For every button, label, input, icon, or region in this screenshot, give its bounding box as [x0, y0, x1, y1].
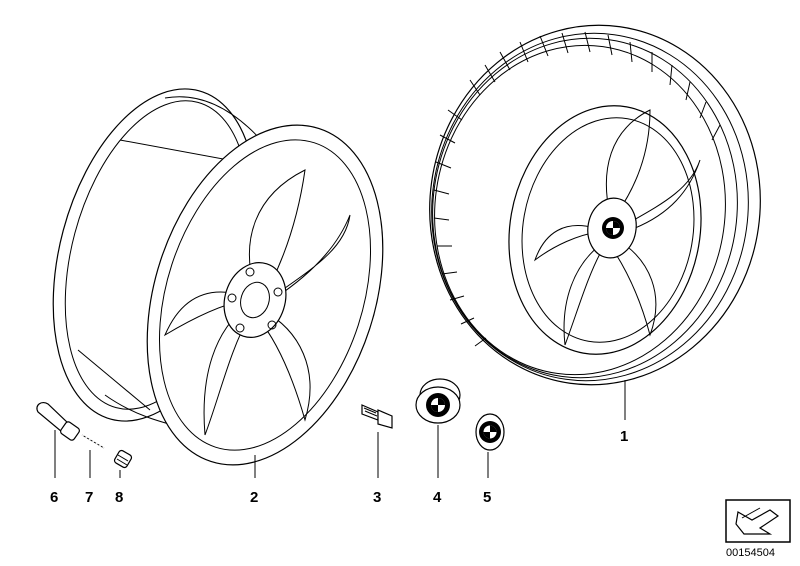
callout-3: 3: [373, 489, 381, 506]
rim-drawing[interactable]: [19, 66, 423, 495]
emblem-drawing[interactable]: [475, 413, 505, 451]
callout-6: 6: [50, 489, 58, 506]
document-number: 00154504: [726, 547, 775, 559]
valve-cap-drawing[interactable]: [113, 449, 133, 469]
callout-2: 2: [250, 489, 258, 506]
callout-4: 4: [433, 489, 442, 506]
arrow-stamp-icon: [725, 499, 791, 543]
valve-core-drawing[interactable]: [81, 434, 105, 449]
callout-1: 1: [620, 428, 628, 445]
callout-8: 8: [115, 489, 123, 506]
valve-drawing[interactable]: [36, 401, 81, 442]
wheel-bolt-drawing[interactable]: [361, 404, 393, 429]
hub-cap-drawing[interactable]: [415, 378, 461, 424]
tire-wheel-drawing[interactable]: [407, 4, 784, 406]
bmw-roundel-icon: [602, 217, 624, 239]
callout-5: 5: [483, 489, 491, 506]
leader-lines: [54, 380, 626, 478]
callout-7: 7: [85, 489, 93, 506]
